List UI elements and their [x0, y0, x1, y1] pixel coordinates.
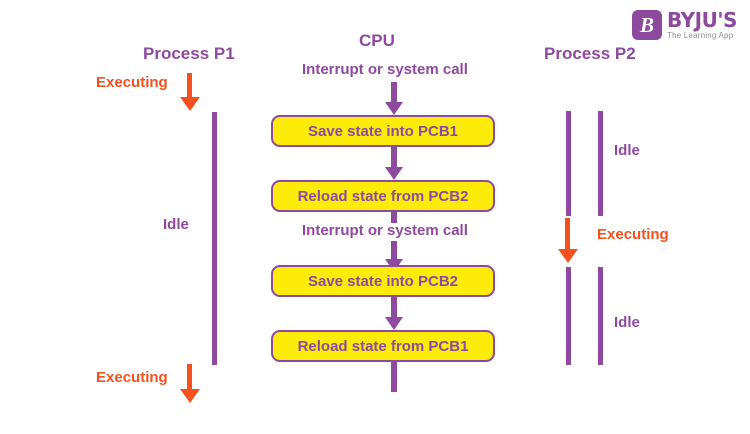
byjus-logo: B BYJU'S The Learning App: [632, 8, 740, 42]
p1-timeline-bar: [212, 112, 217, 365]
logo-b-letter: B: [639, 12, 654, 37]
p1-state-label-executing-top: Executing: [96, 74, 168, 91]
p2-timeline-bar-right-lower: [598, 267, 603, 365]
cpu-box-save-state-pcb1[interactable]: Save state into PCB1: [271, 115, 495, 147]
cpu-connector-tail: [391, 362, 397, 392]
process-p2-title: Process P2: [544, 44, 636, 63]
cpu-event-label-1: Interrupt or system call: [302, 61, 468, 78]
p2-state-label-idle-bottom: Idle: [614, 314, 640, 331]
p2-executing-arrow: [558, 218, 578, 266]
cpu-flow-arrow-2: [385, 147, 403, 180]
p1-executing-arrow-bottom: [180, 364, 200, 404]
p2-state-label-executing: Executing: [597, 226, 669, 243]
cpu-box-save-state-pcb2[interactable]: Save state into PCB2: [271, 265, 495, 297]
p2-timeline-bar-right-upper: [598, 111, 603, 216]
cpu-box-reload-state-pcb1[interactable]: Reload state from PCB1: [271, 330, 495, 362]
logo-brand-name: BYJU'S: [667, 8, 737, 32]
logo-mark-icon: B: [632, 10, 662, 40]
cpu-title: CPU: [359, 31, 395, 50]
cpu-flow-arrow-4: [385, 297, 403, 330]
cpu-connector-upper: [391, 212, 397, 223]
cpu-flow-arrow-1: [385, 82, 403, 115]
process-p1-title: Process P1: [143, 44, 235, 63]
p1-state-label-idle: Idle: [163, 216, 189, 233]
p2-state-label-idle-top: Idle: [614, 142, 640, 159]
p2-timeline-bar-left-lower: [566, 267, 571, 365]
logo-text-block: BYJU'S The Learning App: [667, 10, 737, 40]
p2-timeline-bar-left-upper: [566, 111, 571, 216]
logo-tagline: The Learning App: [667, 31, 734, 40]
cpu-box-reload-state-pcb2[interactable]: Reload state from PCB2: [271, 180, 495, 212]
p1-executing-arrow-top: [180, 73, 200, 111]
p1-state-label-executing-bottom: Executing: [96, 369, 168, 386]
cpu-event-label-2: Interrupt or system call: [302, 222, 468, 239]
